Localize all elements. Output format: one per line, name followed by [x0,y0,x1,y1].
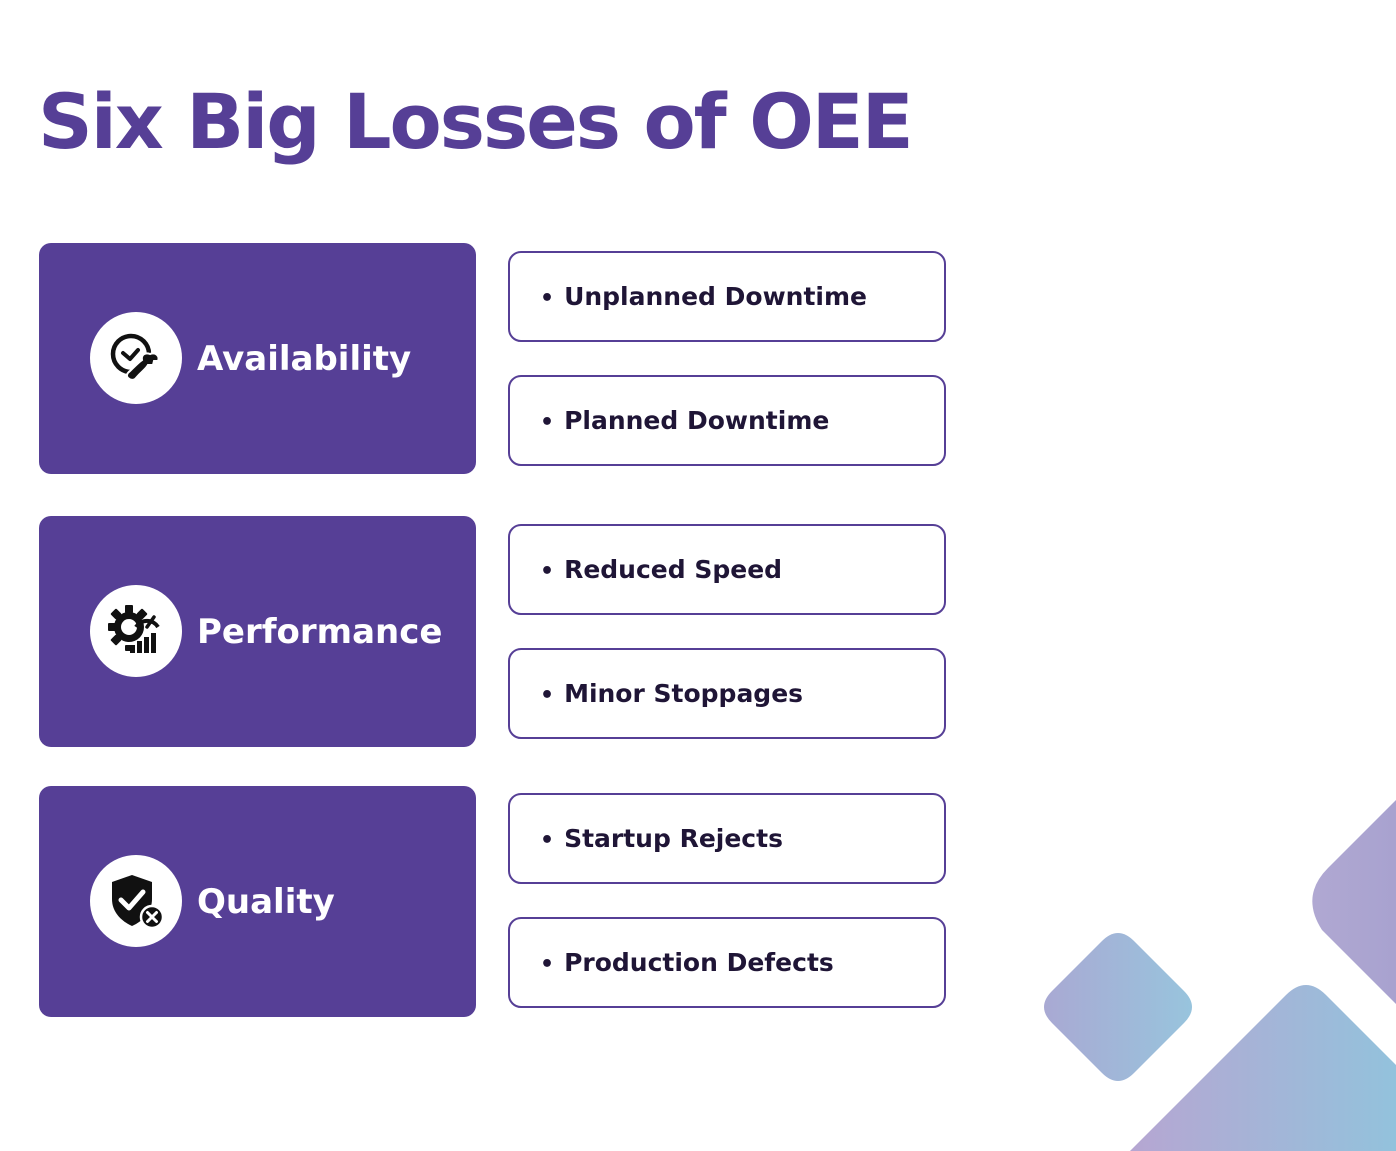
loss-item-planned-downtime: • Planned Downtime [508,375,946,466]
loss-label: Planned Downtime [564,406,830,435]
bullet: • [540,559,555,584]
bullet: • [540,952,555,977]
loss-label: Reduced Speed [564,555,783,584]
bullet: • [540,828,555,853]
loss-item-minor-stoppages: • Minor Stoppages [508,648,946,739]
large-diamond-shape [1130,985,1396,1151]
loss-item-production-defects: • Production Defects [508,917,946,1008]
category-label: Performance [197,612,443,652]
category-performance: Performance [39,516,476,747]
loss-item-unplanned-downtime: • Unplanned Downtime [508,251,946,342]
bullet: • [540,410,555,435]
page-title: Six Big Losses of OEE [38,77,914,166]
bullet: • [540,683,555,708]
loss-label: Startup Rejects [564,824,783,853]
category-availability: Availability [39,243,476,474]
loss-item-reduced-speed: • Reduced Speed [508,524,946,615]
bullet: • [540,286,555,311]
gear-gauge-chart-icon [90,585,182,677]
clock-wrench-icon [90,312,182,404]
edge-diamond-shape [1312,800,1396,1004]
loss-label: Minor Stoppages [564,679,804,708]
category-label: Availability [197,339,412,379]
category-label: Quality [197,882,335,922]
small-diamond-shape [1044,933,1192,1081]
category-quality: Quality [39,786,476,1017]
loss-label: Production Defects [564,948,834,977]
shield-check-x-icon [90,855,182,947]
loss-item-startup-rejects: • Startup Rejects [508,793,946,884]
loss-label: Unplanned Downtime [564,282,867,311]
